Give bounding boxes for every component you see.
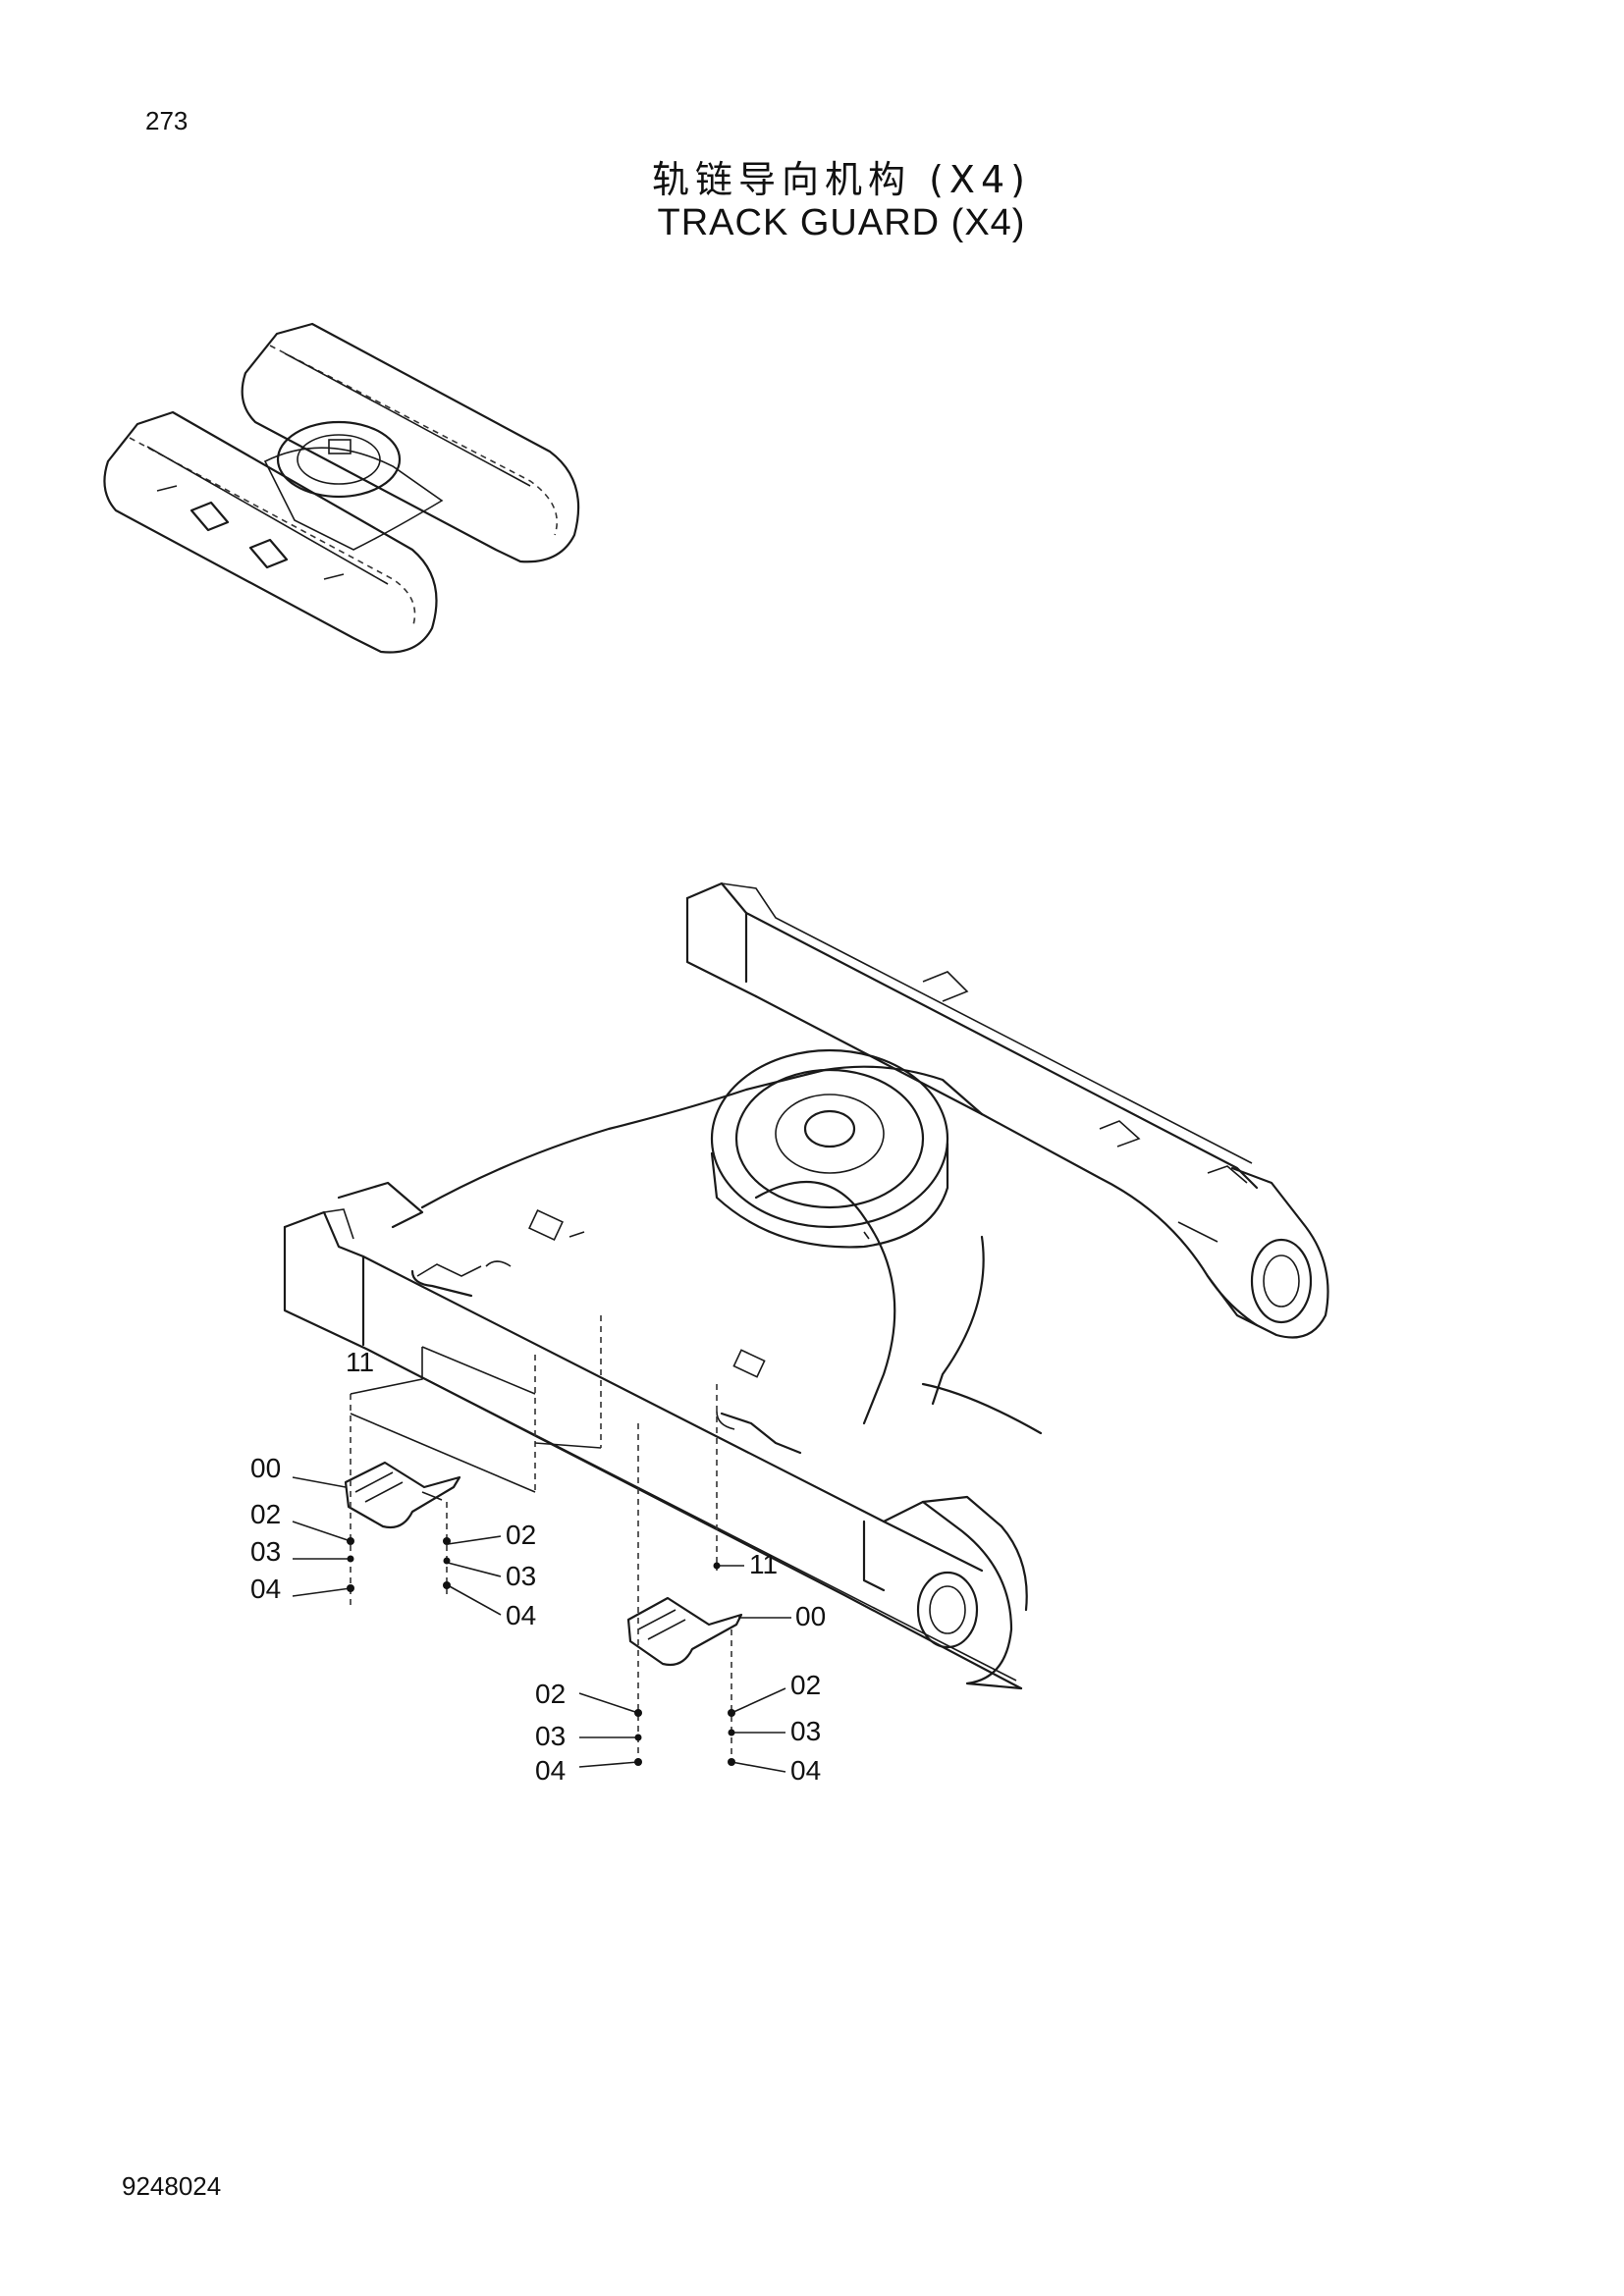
callout-03: 03 <box>506 1561 536 1591</box>
callout-02: 02 <box>506 1520 536 1550</box>
callout-00: 00 <box>250 1453 281 1483</box>
callout-03: 03 <box>790 1716 821 1746</box>
leader-lines <box>292 1315 791 1773</box>
callout-04: 04 <box>506 1600 536 1630</box>
overview-illustration <box>103 322 580 654</box>
callout-03: 03 <box>535 1721 566 1751</box>
track-frame-illustration <box>283 881 1329 1690</box>
callout-02: 02 <box>535 1679 566 1709</box>
title-chinese: 轨链导向机构 (X4) <box>652 158 1031 201</box>
callout-11: 11 <box>346 1347 374 1377</box>
title-english: TRACK GUARD (X4) <box>657 202 1026 243</box>
callout-00: 00 <box>795 1601 826 1631</box>
hardware-markers <box>347 1537 735 1766</box>
callout-04: 04 <box>790 1755 821 1786</box>
page-number: 273 <box>145 106 189 135</box>
callout-04: 04 <box>250 1574 281 1604</box>
track-guard-part-2 <box>626 1596 743 1667</box>
callout-11: 11 <box>749 1549 778 1579</box>
callout-labels: 11 00 02 03 04 02 03 04 11 00 02 03 04 0… <box>250 1347 826 1786</box>
callout-04: 04 <box>535 1755 566 1786</box>
callout-02: 02 <box>790 1670 821 1700</box>
callout-03: 03 <box>250 1536 281 1567</box>
callout-02: 02 <box>250 1499 281 1529</box>
document-number: 9248024 <box>122 2171 222 2201</box>
track-guard-part-1 <box>344 1461 461 1529</box>
